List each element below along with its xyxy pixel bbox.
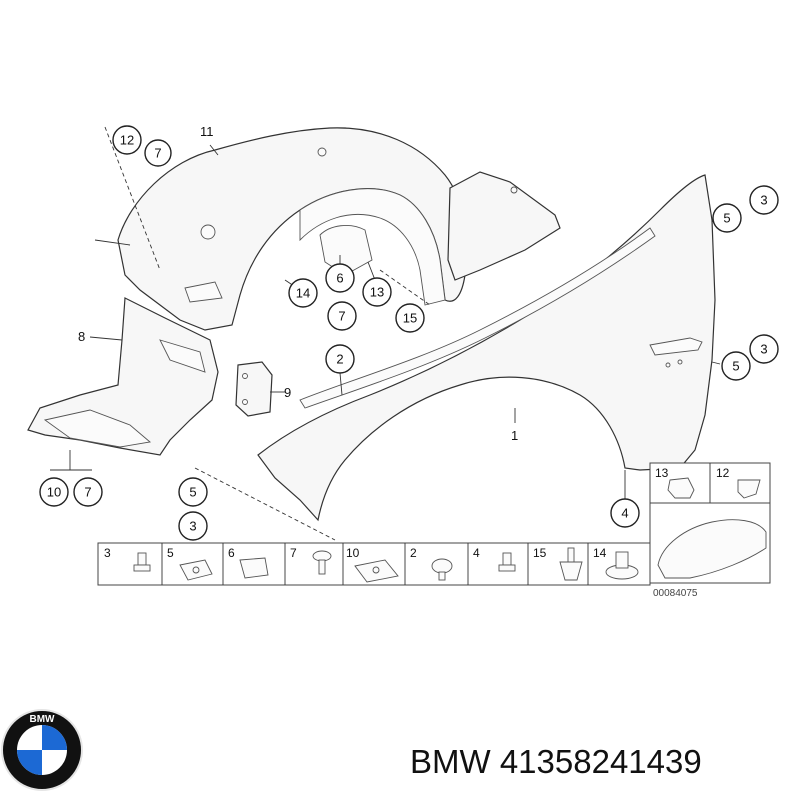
svg-text:3: 3 [189, 519, 196, 534]
strip-label-3: 3 [104, 546, 111, 560]
nut-plate-10-icon [354, 559, 399, 583]
svg-text:7: 7 [154, 146, 161, 161]
bmw-logo-icon: BMW [1, 709, 83, 791]
strip-label-5: 5 [167, 546, 174, 560]
clip-box-label-13: 13 [655, 466, 669, 480]
label-11: 11 [200, 124, 214, 139]
wheel-arch-liner-part [117, 127, 468, 331]
svg-text:12: 12 [120, 133, 134, 148]
clip-12-icon [737, 479, 761, 499]
strip-label-10: 10 [346, 546, 360, 560]
strip-label-7: 7 [290, 546, 297, 560]
svg-text:4: 4 [621, 506, 628, 521]
screw-4-icon [498, 552, 516, 572]
callout-5-low: 5 [178, 477, 208, 507]
caption-part-number: 41358241439 [499, 743, 702, 780]
callout-6: 6 [325, 263, 355, 293]
car-silhouette-icon [657, 519, 767, 579]
svg-text:7: 7 [338, 309, 345, 324]
front-liner-part [27, 297, 219, 456]
svg-text:6: 6 [336, 271, 343, 286]
svg-text:7: 7 [84, 485, 91, 500]
callout-13: 13 [362, 277, 392, 307]
callout-2: 2 [325, 344, 355, 374]
callout-7-top: 7 [144, 139, 172, 167]
svg-text:BMW: BMW [30, 714, 56, 725]
label-8: 8 [78, 329, 85, 344]
expansion-rivet-2-icon [431, 558, 453, 581]
svg-text:5: 5 [723, 211, 730, 226]
bracket-part [235, 361, 273, 417]
callout-3-right-lower: 3 [749, 334, 779, 364]
underbody-panel-part [447, 171, 561, 281]
push-pin-15-icon [559, 547, 583, 581]
part-caption: BMW 41358241439 [410, 740, 795, 784]
caption-brand: BMW [410, 743, 491, 780]
grommet-14-icon [605, 551, 639, 580]
clip-13-icon [667, 477, 695, 499]
svg-text:13: 13 [370, 285, 384, 300]
svg-text:3: 3 [760, 193, 767, 208]
label-9: 9 [284, 385, 291, 400]
callout-3-right-upper: 3 [749, 185, 779, 215]
svg-text:10: 10 [47, 485, 61, 500]
callout-12-top: 12 [112, 125, 142, 155]
strip-label-14: 14 [593, 546, 607, 560]
screw-3-icon [133, 552, 151, 572]
label-1: 1 [511, 428, 518, 443]
strip-label-6: 6 [228, 546, 235, 560]
svg-text:5: 5 [189, 485, 196, 500]
strip-label-15: 15 [533, 546, 547, 560]
svg-text:2: 2 [336, 352, 343, 367]
callout-5-right-upper: 5 [712, 203, 742, 233]
svg-text:5: 5 [732, 359, 739, 374]
strip-label-4: 4 [473, 546, 480, 560]
reference-code: 00084075 [653, 588, 698, 599]
callout-5-right-lower: 5 [721, 351, 751, 381]
leader-lines [50, 126, 721, 541]
clip-box-label-12: 12 [716, 466, 730, 480]
parts-strip: 3 5 6 7 10 2 4 15 14 [97, 542, 651, 586]
strip-label-2: 2 [410, 546, 417, 560]
svg-text:14: 14 [296, 286, 310, 301]
callout-3-low: 3 [178, 511, 208, 541]
fender-part [257, 174, 716, 522]
callout-14: 14 [288, 278, 318, 308]
svg-text:3: 3 [760, 342, 767, 357]
callout-10: 10 [39, 477, 69, 507]
callout-4: 4 [610, 498, 640, 528]
svg-text:15: 15 [403, 311, 417, 326]
nut-clip-5-icon [179, 559, 213, 581]
callout-15: 15 [395, 303, 425, 333]
clip-box: 13 12 00084075 [649, 462, 771, 599]
clip-6-icon [239, 557, 269, 579]
callout-7-mid: 7 [327, 301, 357, 331]
rivet-7-icon [312, 550, 332, 575]
callout-7-low: 7 [73, 477, 103, 507]
callouts: 12 7 11 6 13 14 7 15 8 9 2 1 5 3 5 3 10 … [39, 124, 779, 541]
